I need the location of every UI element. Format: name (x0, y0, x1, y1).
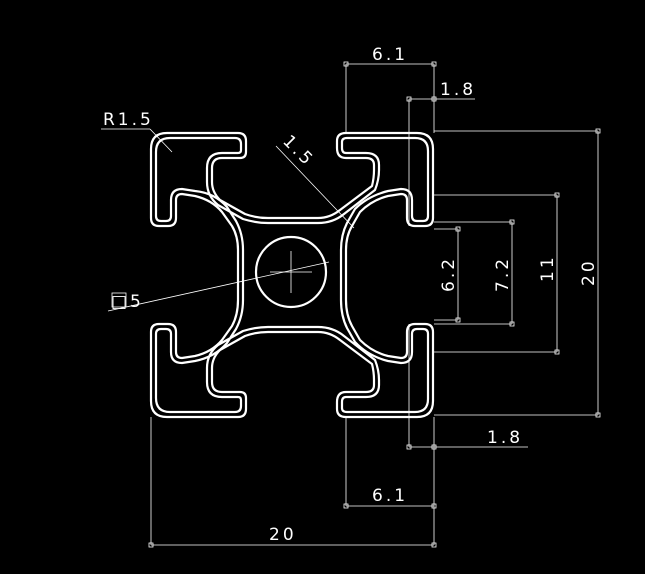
label-62: 6.2 (439, 256, 459, 292)
profile-inner-contour (154, 136, 430, 414)
label-diag-15: 1.5 (278, 131, 318, 171)
label-bottom-18: 1.8 (487, 428, 523, 448)
label-20-right: 20 (579, 258, 599, 286)
label-square-5: □5 (111, 292, 144, 312)
dimension-labels: R1.5 1.5 □5 6.1 1.8 6.2 7.2 11 20 1.8 6.… (103, 45, 599, 545)
profile-outline (149, 131, 435, 419)
center-bore-circle (254, 235, 328, 309)
label-bottom-61: 6.1 (372, 486, 408, 506)
label-top-61: 6.1 (372, 45, 408, 65)
label-top-18: 1.8 (440, 80, 476, 100)
label-20-bottom: 20 (269, 525, 297, 545)
label-r15: R1.5 (103, 110, 154, 130)
dimension-lines (101, 61, 601, 548)
label-11: 11 (538, 254, 558, 282)
label-72: 7.2 (493, 256, 513, 292)
profile-outer-contour (149, 131, 435, 419)
